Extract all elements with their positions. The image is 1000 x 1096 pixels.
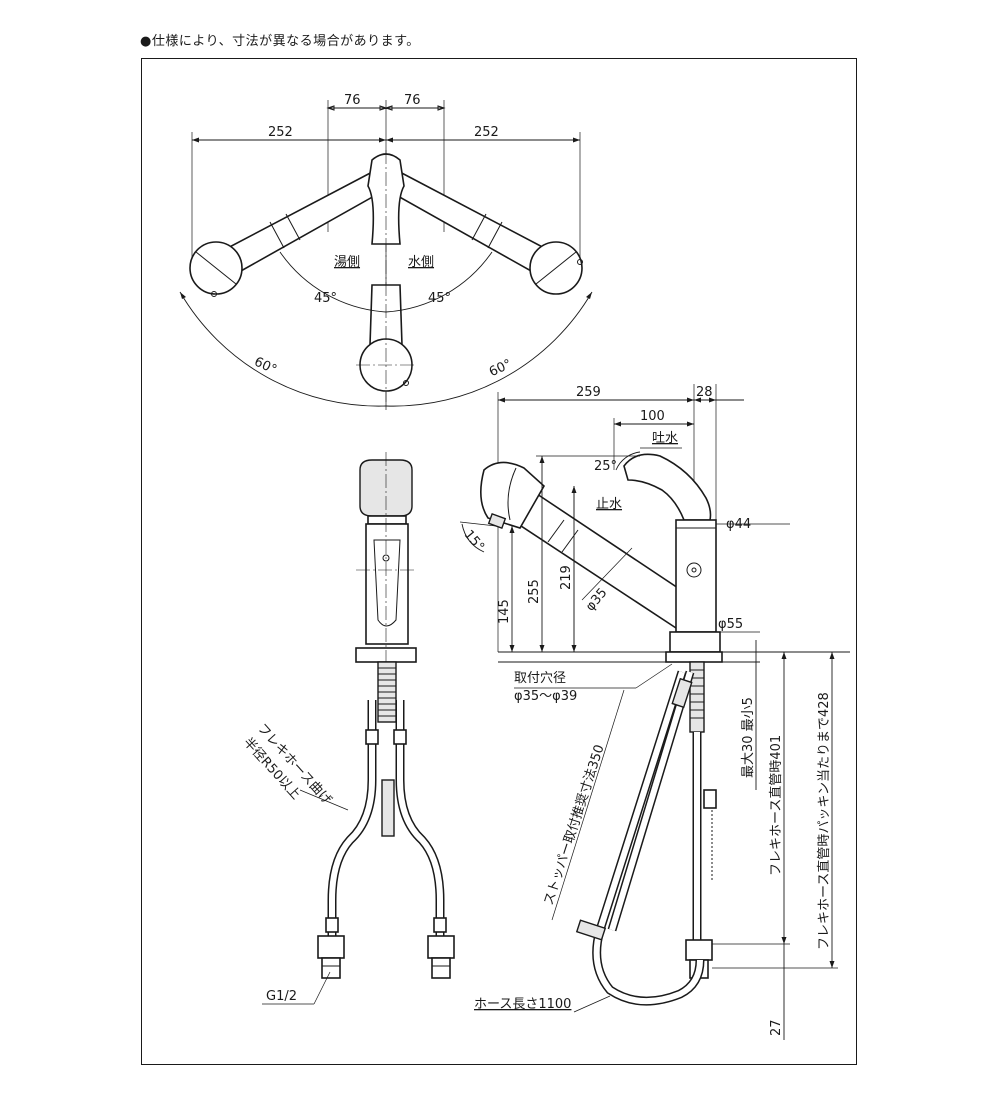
value-mount-hole: φ35～φ39 bbox=[514, 689, 577, 704]
lever-side bbox=[623, 453, 712, 521]
dia-44: φ44 bbox=[726, 517, 751, 532]
angle-60-right: 60° bbox=[487, 357, 514, 380]
hoses-side bbox=[575, 661, 717, 1006]
dim-145: 145 bbox=[497, 599, 512, 624]
fitting-left bbox=[317, 935, 345, 979]
dim-76-left: 76 bbox=[344, 93, 361, 108]
label-hot-side: 湯側 bbox=[334, 255, 360, 270]
fitting-right bbox=[427, 935, 455, 979]
label-counter-thickness: 最大30 最小5 bbox=[741, 697, 756, 778]
angle-15: 15° bbox=[461, 527, 487, 554]
drawing-frame bbox=[141, 58, 857, 1065]
dim-27: 27 bbox=[769, 1019, 784, 1036]
handle-arm-left bbox=[189, 169, 394, 297]
dim-259: 259 bbox=[576, 385, 601, 400]
handle-arm-right bbox=[378, 169, 583, 295]
angle-45-right: 45° bbox=[428, 291, 451, 306]
dim-219: 219 bbox=[559, 565, 574, 590]
label-flex-428: フレキホース直管時パッキン当たりまで428 bbox=[817, 692, 832, 950]
label-cold-side: 水側 bbox=[408, 255, 434, 270]
dia-55: φ55 bbox=[718, 617, 743, 632]
label-stopper-length: ストッパー取付推奨寸法350 bbox=[542, 743, 608, 907]
spray-head-side bbox=[480, 461, 546, 529]
top-view: 76 76 252 252 bbox=[179, 93, 593, 410]
label-flex-401: フレキホース直管時401 bbox=[769, 735, 784, 876]
faucet-body-side bbox=[675, 519, 717, 633]
angle-25: 25° bbox=[594, 459, 617, 474]
side-view: 259 28 100 吐水 25° 止水 15° φ44 φ bbox=[459, 384, 850, 1040]
dim-252-left: 252 bbox=[268, 125, 293, 140]
label-spout-water: 吐水 bbox=[652, 431, 678, 446]
label-hose-length: ホース長さ1100 bbox=[474, 997, 571, 1012]
dim-76-right: 76 bbox=[404, 93, 421, 108]
label-thread-size: G1/2 bbox=[266, 989, 297, 1004]
dim-100: 100 bbox=[640, 409, 665, 424]
spec-note: ●仕様により、寸法が異なる場合があります。 bbox=[140, 34, 420, 49]
label-stop-water: 止水 bbox=[596, 497, 622, 512]
faucet-body-front bbox=[365, 523, 409, 645]
label-mount-hole: 取付穴径 bbox=[514, 671, 566, 686]
dia-35: φ35 bbox=[583, 585, 611, 614]
angle-45-left: 45° bbox=[314, 291, 337, 306]
dim-252-right: 252 bbox=[474, 125, 499, 140]
dim-28: 28 bbox=[696, 385, 713, 400]
flex-hoses-front bbox=[325, 700, 447, 940]
dim-255: 255 bbox=[527, 579, 542, 604]
angle-60-left: 60° bbox=[252, 355, 279, 378]
front-view: フレキホース曲げ 半径R50以上 G1/2 bbox=[240, 452, 455, 1005]
